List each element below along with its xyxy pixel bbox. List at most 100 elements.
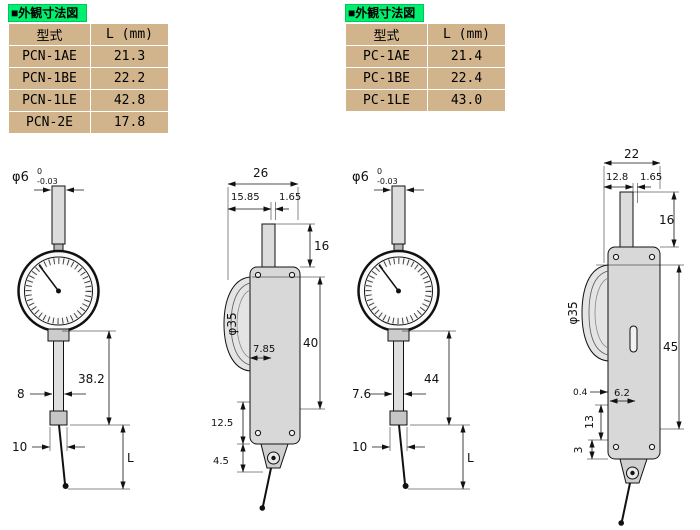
screw bbox=[254, 271, 262, 279]
model-cell: PC-1LE bbox=[345, 89, 428, 112]
stem bbox=[51, 185, 66, 245]
stem bbox=[391, 185, 406, 245]
spec-table-pcn: 型式 L (mm) PCN-1AE 21.3 PCN-1BE 22.2 PCN-… bbox=[8, 23, 169, 134]
model-cell: PC-1AE bbox=[345, 45, 428, 68]
dim-stem-diameter: φ6 bbox=[12, 170, 29, 185]
length-cell: 42.8 bbox=[90, 89, 169, 112]
dim-lip: 1.65 bbox=[279, 192, 301, 203]
lower-stem bbox=[53, 340, 64, 412]
length-cell: 21.3 bbox=[90, 45, 169, 68]
table-row: PCN-1BE 22.2 bbox=[8, 67, 169, 90]
slot bbox=[629, 325, 638, 353]
table-row: PC-1LE 43.0 bbox=[345, 89, 506, 112]
screw bbox=[612, 443, 620, 451]
table-row: PCN-1LE 42.8 bbox=[8, 89, 169, 112]
front-view-drawing-pc: φ6 0 -0.03 44 7.6 10 L bbox=[352, 167, 474, 490]
length-cell: 22.4 bbox=[427, 67, 506, 90]
section-header-left: ■外観寸法図 bbox=[8, 4, 88, 22]
dim-overall-width: 22 bbox=[624, 147, 639, 161]
col-header-model: 型式 bbox=[8, 23, 91, 46]
stylus bbox=[262, 467, 272, 507]
model-cell: PCN-2E bbox=[8, 111, 91, 134]
base-block bbox=[49, 410, 68, 426]
side-view-drawing-pcn: 26 15.85 1.65 16 φ35 7.85 40 12.5 4.5 bbox=[211, 166, 329, 511]
section-header-right: ■外観寸法図 bbox=[345, 4, 425, 22]
section-title-left: ■外観寸法図 bbox=[11, 6, 79, 20]
contact-ball bbox=[618, 520, 624, 526]
table-row: PC-1AE 21.4 bbox=[345, 45, 506, 68]
screw bbox=[288, 429, 296, 437]
stylus bbox=[398, 424, 406, 485]
dim-neck-width: 7.6 bbox=[352, 387, 371, 401]
stem bbox=[261, 223, 276, 268]
screw bbox=[254, 429, 262, 437]
spec-table-pc: 型式 L (mm) PC-1AE 21.4 PC-1BE 22.4 PC-1LE… bbox=[345, 23, 506, 112]
dial-face bbox=[24, 256, 93, 326]
table-header-row: 型式 L (mm) bbox=[8, 23, 169, 46]
length-cell: 43.0 bbox=[427, 89, 506, 112]
col-header-length: L (mm) bbox=[427, 23, 506, 46]
col-header-model: 型式 bbox=[345, 23, 428, 46]
dim-body-height: 40 bbox=[303, 336, 318, 350]
model-cell: PCN-1AE bbox=[8, 45, 91, 68]
model-cell: PCN-1LE bbox=[8, 89, 91, 112]
length-cell: 17.8 bbox=[90, 111, 169, 134]
contact-ball bbox=[259, 505, 266, 511]
stylus bbox=[58, 424, 66, 485]
model-cell: PCN-1BE bbox=[8, 67, 91, 90]
lower-stem bbox=[393, 340, 404, 412]
screw bbox=[648, 443, 656, 451]
table-row: PCN-2E 17.8 bbox=[8, 111, 169, 134]
dim-overall-width: 26 bbox=[253, 166, 268, 180]
dim-base-width: 10 bbox=[352, 440, 367, 454]
needle bbox=[378, 264, 400, 292]
dial-face bbox=[364, 256, 433, 326]
dim-body-depth: 7.85 bbox=[253, 344, 275, 355]
dim-overall-height: 44 bbox=[424, 372, 439, 386]
dim-stylus-length: L bbox=[127, 451, 134, 465]
col-header-length: L (mm) bbox=[90, 23, 169, 46]
table-header-row: 型式 L (mm) bbox=[345, 23, 506, 46]
dim-stylus-length: L bbox=[467, 451, 474, 465]
dim-stem-diameter: φ6 bbox=[352, 170, 369, 185]
dim-lower-height: 13 bbox=[583, 415, 596, 429]
body bbox=[249, 266, 301, 445]
dim-tip-height: 3 bbox=[572, 447, 585, 454]
dim-dial-diameter: φ35 bbox=[225, 312, 239, 335]
length-cell: 22.2 bbox=[90, 67, 169, 90]
stylus bbox=[621, 482, 631, 522]
table-row: PC-1BE 22.4 bbox=[345, 67, 506, 90]
screw bbox=[648, 253, 656, 261]
stem bbox=[619, 191, 634, 248]
dim-dial-offset: 12.8 bbox=[606, 172, 628, 183]
dim-neck-width: 8 bbox=[17, 387, 25, 401]
front-view-drawing-pcn: φ6 0 -0.03 38.2 8 10 L bbox=[12, 167, 134, 490]
dim-overall-height: 38.2 bbox=[78, 372, 105, 386]
model-cell: PC-1BE bbox=[345, 67, 428, 90]
needle bbox=[38, 264, 60, 292]
dim-tolerance-lower: -0.03 bbox=[37, 177, 58, 186]
dim-tolerance-upper: 0 bbox=[377, 167, 382, 176]
dim-dial-diameter: φ35 bbox=[566, 301, 580, 324]
body bbox=[607, 246, 661, 460]
side-view-drawing-pc: 22 12.8 1.65 16 φ35 45 0.4 6.2 13 3 bbox=[566, 147, 684, 526]
dim-lip: 1.65 bbox=[640, 172, 662, 183]
dim-base-width: 10 bbox=[12, 440, 27, 454]
dim-dial-offset: 15.85 bbox=[231, 192, 260, 203]
table-row: PCN-1AE 21.3 bbox=[8, 45, 169, 68]
base-block bbox=[389, 410, 408, 426]
dim-lower-width: 6.2 bbox=[614, 388, 630, 399]
dim-lower-height: 12.5 bbox=[211, 418, 233, 429]
contact-ball bbox=[402, 483, 409, 489]
screw bbox=[288, 271, 296, 279]
contact-ball bbox=[62, 483, 69, 489]
dim-tolerance-upper: 0 bbox=[37, 167, 42, 176]
dim-body-height: 45 bbox=[663, 340, 678, 354]
dim-stem-height: 16 bbox=[659, 213, 674, 227]
length-cell: 21.4 bbox=[427, 45, 506, 68]
dim-back-offset: 0.4 bbox=[573, 388, 588, 398]
screw bbox=[612, 253, 620, 261]
dim-stem-height: 16 bbox=[314, 239, 329, 253]
dim-tolerance-lower: -0.03 bbox=[377, 177, 398, 186]
